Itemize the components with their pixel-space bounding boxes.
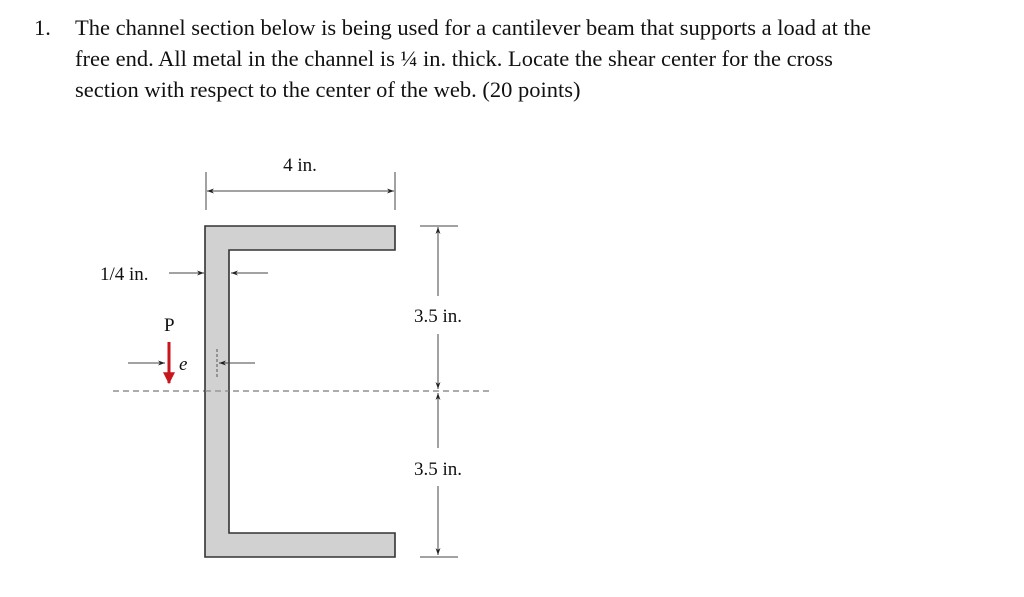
width-label: 4 in. — [283, 155, 317, 176]
thickness-label: 1/4 in. — [100, 264, 149, 285]
thickness-dimension: 1/4 in. — [100, 264, 268, 285]
problem-text-line: free end. All metal in the channel is ¼ … — [75, 46, 833, 71]
height-dimension: 3.5 in. 3.5 in. — [414, 225, 462, 558]
load-p: P — [163, 315, 175, 385]
lower-height-label: 3.5 in. — [414, 459, 462, 480]
width-dimension: 4 in. — [205, 155, 396, 210]
problem-text-line: The channel section below is being used … — [75, 15, 871, 40]
problem-text: The channel section below is being used … — [75, 12, 1005, 105]
eccentricity-label: e — [179, 354, 187, 375]
load-label: P — [164, 315, 175, 336]
upper-height-label: 3.5 in. — [414, 306, 462, 327]
eccentricity-dimension: e — [128, 349, 255, 378]
channel-section-shape — [204, 225, 396, 558]
problem-number: 1. — [34, 15, 51, 40]
problem-text-line: section with respect to the center of th… — [75, 77, 581, 102]
